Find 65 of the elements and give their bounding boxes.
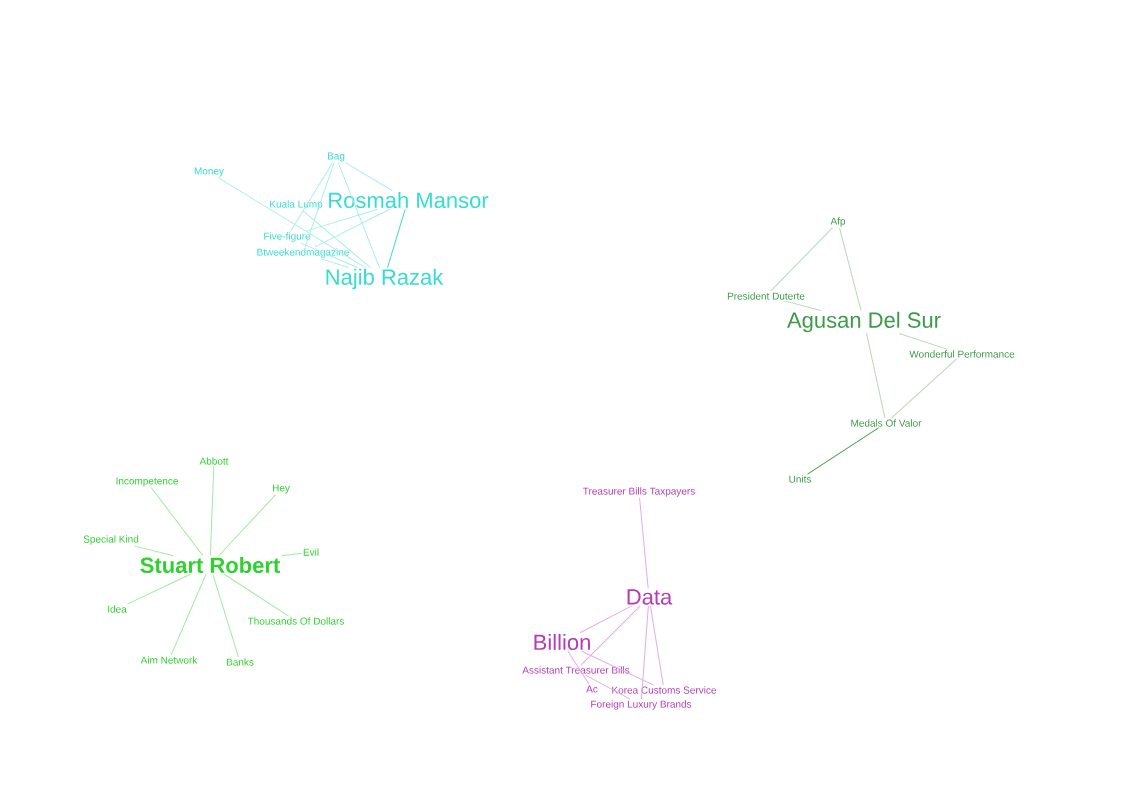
connector-line — [584, 674, 631, 700]
word-label: Banks — [226, 658, 254, 666]
connector-line — [649, 605, 664, 686]
connector-line — [281, 552, 303, 557]
connector-line — [218, 494, 277, 557]
connector-line — [300, 242, 359, 269]
connector-line — [302, 210, 371, 269]
word-label: Idea — [108, 605, 127, 613]
word-label: Abbott — [199, 457, 229, 465]
connector-line — [290, 162, 334, 232]
word-label: Najib Razak — [326, 268, 444, 290]
connector-line — [305, 208, 379, 232]
word-label: Medals Of Valor — [851, 419, 922, 427]
word-label: Bag — [327, 152, 345, 162]
connector-line — [839, 227, 862, 312]
connector-line — [770, 227, 833, 292]
word-label: Units — [789, 475, 812, 483]
word-label: Assistant Treasurer Bills — [522, 666, 630, 674]
word-label: Five-figure — [264, 232, 311, 242]
connector-line — [304, 162, 335, 248]
connector-line — [579, 605, 633, 634]
connector-line — [320, 258, 349, 269]
connector-line — [126, 573, 191, 605]
word-label: Stuart Robert — [140, 556, 280, 574]
connector-line — [150, 487, 204, 557]
connector-line — [639, 497, 649, 589]
connector-line — [387, 208, 406, 269]
connector-line — [890, 358, 958, 419]
connector-line — [783, 300, 822, 312]
word-label: Foreign Luxury Brands — [591, 700, 692, 710]
word-label: Btweekendmagazine — [257, 248, 349, 258]
word-label: Evil — [303, 548, 319, 556]
word-label: Ac — [586, 685, 598, 693]
connector-line — [170, 573, 207, 656]
word-label: Incompetence — [116, 477, 178, 487]
connector-line — [581, 650, 655, 686]
word-label: Money — [194, 167, 224, 177]
word-label: Treasurer Bills Taxpayers — [583, 487, 695, 497]
word-label: Korea Customs Service — [612, 686, 717, 694]
word-label: Rosmah Mansor — [329, 191, 489, 209]
word-label: Data — [627, 589, 673, 605]
word-label: Kuala Lump — [270, 200, 323, 210]
connector-line — [209, 465, 215, 557]
connector-line — [807, 427, 880, 475]
word-label: Wonderful Performance — [909, 350, 1015, 358]
connector-line — [898, 332, 948, 350]
connector-line — [640, 605, 649, 700]
word-label: Agusan Del Sur — [787, 311, 941, 333]
connector-line — [580, 605, 641, 666]
connector-line — [212, 573, 239, 658]
connector-line — [133, 545, 174, 557]
connector-line — [223, 573, 290, 617]
word-label: Hey — [272, 484, 290, 494]
word-label: President Duterte — [727, 292, 805, 300]
word-label: Billion — [534, 633, 590, 651]
connector-line — [866, 332, 886, 419]
word-label: Afp — [830, 217, 846, 227]
word-label: Special Kind — [83, 535, 139, 545]
connector-line — [345, 162, 393, 192]
connector-line — [337, 162, 380, 269]
connector-line — [567, 650, 590, 685]
word-label: Thousands Of Dollars — [247, 617, 344, 625]
word-label: Aim Network — [140, 656, 198, 664]
connector-line — [217, 177, 366, 269]
connector-line — [314, 208, 391, 248]
